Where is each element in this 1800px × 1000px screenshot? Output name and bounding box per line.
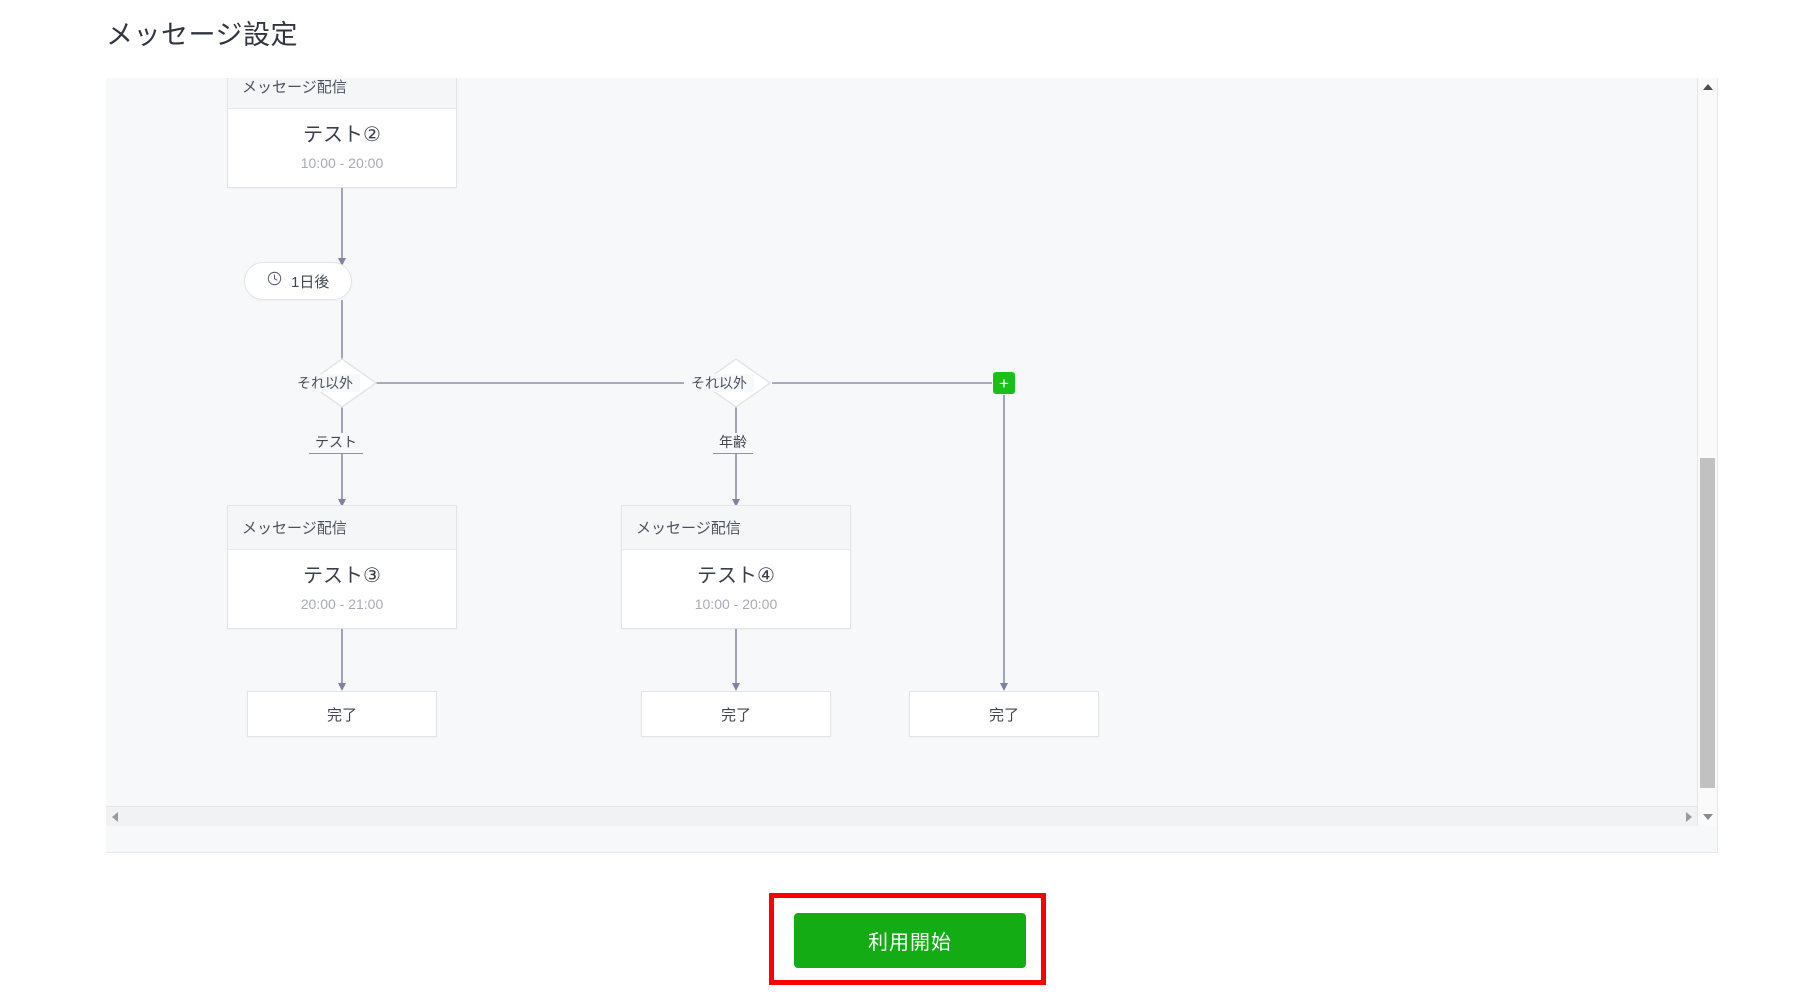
triangle-down-icon[interactable]	[1698, 808, 1717, 826]
message-card-time: 20:00 - 21:00	[300, 596, 384, 612]
vertical-scroll-thumb[interactable]	[1700, 458, 1715, 788]
message-card-time: 10:00 - 20:00	[300, 155, 384, 171]
message-card-time: 10:00 - 20:00	[694, 596, 778, 612]
message-card-title: テスト③	[303, 565, 381, 587]
horizontal-scrollbar[interactable]	[106, 806, 1698, 826]
vertical-scrollbar[interactable]	[1697, 78, 1717, 826]
clock-icon	[267, 271, 282, 291]
flow-node-end-left[interactable]: 完了	[247, 691, 437, 737]
message-card-body: テスト② 10:00 - 20:00	[228, 109, 456, 187]
flow-node-message-card-middle[interactable]: メッセージ配信 テスト④ 10:00 - 20:00	[621, 505, 851, 629]
branch-label-test[interactable]: テスト	[309, 433, 363, 454]
flow-node-end-right[interactable]: 完了	[909, 691, 1099, 737]
flow-node-message-card-left[interactable]: メッセージ配信 テスト③ 20:00 - 21:00	[227, 505, 457, 629]
triangle-up-icon[interactable]	[1698, 78, 1717, 96]
message-card-title: テスト④	[697, 565, 775, 587]
edge-label-else-2: それ以外	[684, 374, 754, 392]
triangle-left-icon[interactable]	[106, 807, 124, 826]
triangle-right-icon[interactable]	[1680, 807, 1698, 826]
message-card-header: メッセージ配信	[622, 506, 850, 550]
message-card-body: テスト④ 10:00 - 20:00	[622, 550, 850, 628]
page-title: メッセージ設定	[106, 20, 298, 50]
start-using-button[interactable]: 利用開始	[794, 913, 1026, 968]
cta-highlight-box: 利用開始	[769, 893, 1046, 985]
message-card-body: テスト③ 20:00 - 21:00	[228, 550, 456, 628]
branch-label-age[interactable]: 年齢	[713, 433, 753, 454]
add-node-button[interactable]: +	[993, 372, 1015, 394]
message-card-header: メッセージ配信	[228, 506, 456, 550]
message-card-title: テスト②	[303, 124, 381, 146]
flow-node-end-middle[interactable]: 完了	[641, 691, 831, 737]
flow-canvas[interactable]: メッセージ配信 テスト② 10:00 - 20:00 1日後 それ以外 それ以	[106, 78, 1698, 826]
flow-connectors	[306, 182, 1008, 691]
flow-node-message-card-top[interactable]: メッセージ配信 テスト② 10:00 - 20:00	[227, 78, 457, 188]
delay-pill-label: 1日後	[291, 273, 330, 291]
flow-node-delay-pill[interactable]: 1日後	[244, 262, 353, 300]
edge-label-else-1: それ以外	[290, 374, 360, 392]
flow-diagram-panel: メッセージ配信 テスト② 10:00 - 20:00 1日後 それ以外 それ以	[106, 78, 1718, 853]
message-card-header: メッセージ配信	[228, 78, 456, 109]
